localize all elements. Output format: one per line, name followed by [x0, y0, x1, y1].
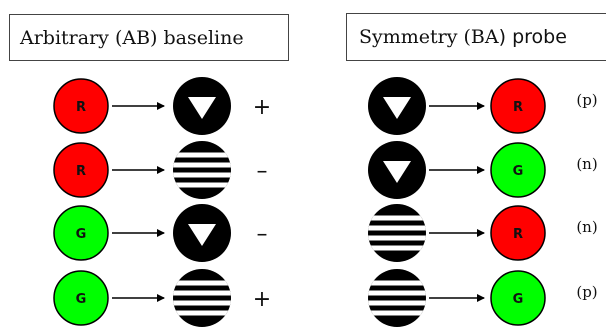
stripe: [173, 310, 231, 316]
baseline-comparison-stripes: [173, 269, 231, 327]
stripe: [368, 280, 426, 286]
stripe: [173, 152, 231, 158]
baseline-sample-R: R: [53, 142, 109, 198]
probe-comparison-R: R: [490, 205, 546, 261]
probe-relation: (p): [576, 283, 597, 301]
stripe: [368, 290, 426, 296]
color-letter: G: [513, 164, 524, 179]
baseline-comparison-triangle: [173, 204, 231, 262]
color-letter: R: [513, 227, 523, 242]
probe-comparison-G: G: [490, 270, 546, 326]
baseline-sample-G: G: [53, 270, 109, 326]
baseline-title-text: Arbitrary (AB) baseline: [20, 26, 244, 49]
baseline-sign: –: [257, 159, 268, 184]
black-circle: [368, 204, 426, 262]
color-letter: G: [76, 227, 87, 242]
color-letter: R: [76, 100, 86, 115]
color-circle: [490, 205, 546, 261]
color-letter: G: [76, 292, 87, 307]
stripe: [368, 245, 426, 251]
down-triangle-icon: [383, 97, 411, 119]
black-circle: [173, 269, 231, 327]
color-circle: [53, 270, 109, 326]
probe-relation: (n): [576, 155, 597, 173]
black-circle: [368, 269, 426, 327]
color-circle: [490, 142, 546, 198]
stripe: [368, 235, 426, 241]
color-circle: [53, 142, 109, 198]
baseline-sign: +: [253, 287, 271, 312]
horizontal-stripes-icon: [173, 280, 231, 316]
stripe: [173, 300, 231, 306]
down-triangle-icon: [188, 224, 216, 246]
stripe: [173, 162, 231, 168]
baseline-comparison-triangle: [173, 77, 231, 135]
probe-comparison-G: G: [490, 142, 546, 198]
probe-sample-triangle: [368, 77, 426, 135]
down-triangle-icon: [383, 161, 411, 183]
stripe: [368, 215, 426, 221]
horizontal-stripes-icon: [368, 280, 426, 316]
baseline-sample-R: R: [53, 78, 109, 134]
horizontal-stripes-icon: [173, 152, 231, 188]
color-letter: R: [513, 100, 523, 115]
color-letter: R: [76, 164, 86, 179]
stripe: [368, 300, 426, 306]
down-triangle-icon: [188, 97, 216, 119]
color-circle: [490, 78, 546, 134]
probe-relation: (n): [576, 218, 597, 236]
baseline-sample-G: G: [53, 205, 109, 261]
baseline-sign: –: [257, 222, 268, 247]
color-circle: [53, 205, 109, 261]
probe-relation: (p): [576, 91, 597, 109]
stripe: [368, 310, 426, 316]
stripe: [368, 225, 426, 231]
probe-sample-stripes: [368, 269, 426, 327]
baseline-sign: +: [253, 95, 271, 120]
stripe: [173, 280, 231, 286]
probe-title-main: Symmetry (BA: [359, 26, 499, 48]
horizontal-stripes-icon: [368, 215, 426, 251]
probe-comparison-R: R: [490, 78, 546, 134]
baseline-comparison-stripes: [173, 141, 231, 199]
color-letter: G: [513, 292, 524, 307]
black-circle: [173, 141, 231, 199]
stripe: [173, 182, 231, 188]
stripe: [173, 290, 231, 296]
probe-panel-title: Symmetry (BA) probe: [346, 13, 606, 61]
color-circle: [53, 78, 109, 134]
probe-title-tail: ) probe: [498, 26, 567, 48]
probe-sample-stripes: [368, 204, 426, 262]
baseline-panel-title: Arbitrary (AB) baseline: [9, 14, 289, 61]
stripe: [173, 172, 231, 178]
color-circle: [490, 270, 546, 326]
probe-sample-triangle: [368, 141, 426, 199]
